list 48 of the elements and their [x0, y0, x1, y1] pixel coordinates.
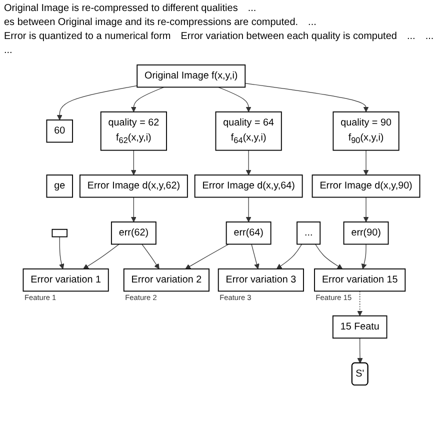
node-box: err(62) — [110, 222, 156, 245]
annotation-text: Error is quantized to a numerical form — [4, 31, 171, 43]
node-box: Error variation 3 — [218, 268, 304, 292]
arrow — [83, 244, 120, 270]
arrow — [130, 86, 164, 112]
arrow — [142, 244, 160, 270]
arrow — [276, 244, 302, 270]
arrow — [130, 150, 136, 176]
node-box: err(90) — [343, 222, 389, 245]
ellipsis: ... — [406, 31, 416, 43]
arrow — [244, 83, 369, 112]
ellipsis: ... — [248, 3, 256, 15]
node-box: 15 Featu — [332, 315, 388, 339]
ellipsis: ... — [308, 17, 316, 29]
arrow — [218, 86, 252, 112]
annotation-text: Error variation between each quality is computed — [180, 31, 397, 43]
node-box — [52, 228, 68, 238]
arrow — [185, 244, 229, 270]
node-box: quality = 90 f$_{90}$(x,y,i) — [332, 111, 400, 151]
arrow — [357, 338, 363, 364]
arrow — [246, 150, 252, 176]
node-box: quality = 62 f$_{62}$(x,y,i) — [100, 111, 167, 151]
arrow — [56, 85, 138, 120]
arrow — [130, 196, 136, 222]
arrow — [363, 150, 369, 176]
annotation-text: Original Image is re-compressed to different qualities — [4, 3, 238, 15]
arrow — [58, 236, 64, 270]
node-box: 60 — [46, 120, 73, 143]
arrow — [315, 244, 343, 270]
annotation-text: es between Original image and its re-compressions are computed. — [4, 17, 298, 29]
node-box: Error variation 2 — [123, 268, 210, 292]
node-box: err(64) — [226, 222, 272, 245]
arrow — [357, 290, 363, 316]
node-box: ... — [296, 222, 321, 245]
ellipsis: ... — [425, 31, 434, 43]
node-box: Error Image d(x,y,62) — [80, 174, 188, 198]
arrow — [363, 196, 369, 222]
node-box: Error Image d(x,y,90) — [312, 174, 420, 198]
node-box: Error variation 15 — [314, 268, 406, 292]
node-box: Error variation 1 — [22, 268, 109, 292]
arrow — [246, 196, 252, 222]
arrow — [361, 244, 367, 270]
arrow — [251, 244, 260, 270]
ellipsis: ... — [4, 45, 12, 57]
node-box: ge — [46, 174, 73, 198]
node-box: Error Image d(x,y,64) — [194, 174, 303, 198]
node-box: quality = 64 f$_{64}$(x,y,i) — [215, 111, 282, 151]
node-box: Original Image f(x,y,i) — [136, 64, 246, 88]
